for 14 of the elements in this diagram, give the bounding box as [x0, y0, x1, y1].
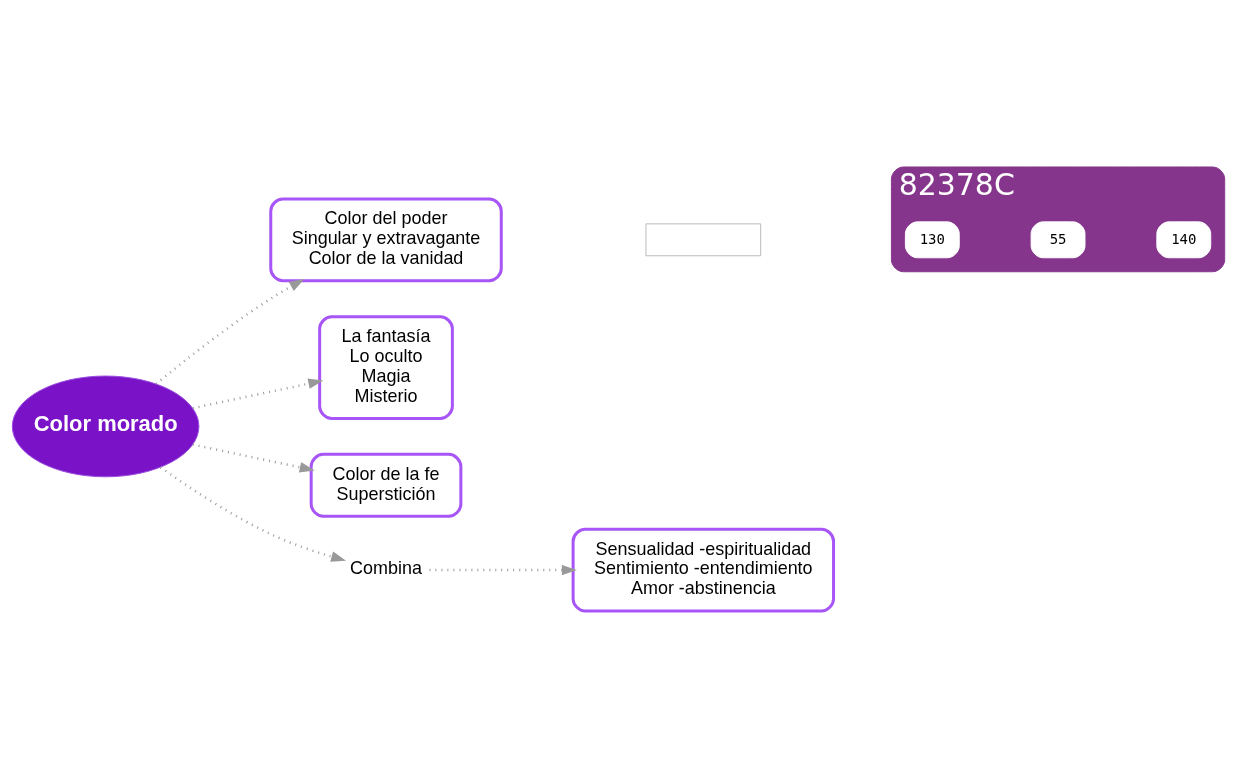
node-box: Color de la fe Superstición — [309, 452, 463, 518]
node-text: Combina — [350, 558, 422, 579]
node-box: Sensualidad -espiritualidad Sentimiento -entendimiento Amor -abstinencia — [571, 527, 836, 613]
node-box: La fantasía Lo oculto Magia Misterio — [318, 315, 454, 420]
node-box — [645, 223, 762, 257]
node-ellipse: Color morado — [11, 375, 200, 478]
arrow — [159, 466, 347, 562]
arrow — [192, 443, 315, 473]
node-box: Color del poder Singular y extravagante Color de la vanidad — [269, 197, 503, 283]
arrow — [155, 279, 305, 385]
node-box: 130 — [904, 221, 960, 259]
node-box: 55 — [1030, 221, 1086, 259]
node-box: 140 — [1156, 221, 1212, 259]
arrow — [192, 378, 324, 410]
